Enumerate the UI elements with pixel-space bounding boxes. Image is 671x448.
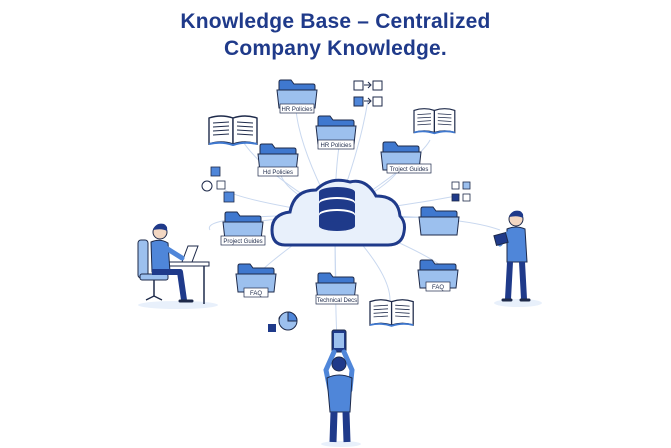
folder-label: Troject Guides [390,167,429,173]
person-with-phone [321,329,361,447]
folder-plain-right[interactable] [418,206,460,236]
workflow-arrows-icon [353,80,383,107]
folder-label: Project Guides [223,239,262,245]
folder-hr-policies-top[interactable]: HR Policies [276,79,318,114]
folder-hr-policies-mid[interactable]: HR Policies [315,115,357,150]
folder-faq-right[interactable]: FAQ [417,259,459,292]
folder-label: Technical Decs [317,298,357,304]
page-title: Knowledge Base – Centralized Company Kno… [0,8,671,62]
analytics-shapes-icon [201,166,235,203]
folder-label: HR Policies [320,143,351,149]
pie-chart-icon [268,311,298,332]
person-at-desk [137,223,218,309]
open-book-icon [369,298,415,327]
title-line-2: Company Knowledge. [224,37,447,60]
folder-faq-left[interactable]: FAQ [235,263,277,298]
person-with-tablet [493,210,542,307]
folder-project-guides-right[interactable]: Troject Guides [380,141,432,174]
folder-technical-docs[interactable]: Technical Decs [315,272,359,305]
title-line-1: Knowledge Base – Centralized [180,10,491,33]
folder-icon [418,206,460,236]
folder-label: Hd Policies [263,170,293,176]
grid-squares-icon [451,181,471,202]
folder-project-guides-left[interactable]: Project Guides [220,211,266,246]
folder-label: FAQ [432,285,444,291]
open-book-icon [208,115,258,146]
open-book-icon [413,107,456,135]
folder-label: HR Policies [281,107,312,113]
cloud-database-icon [270,178,406,247]
folder-hd-policies-left[interactable]: Hd Policies [257,143,299,177]
folder-label: FAQ [250,291,262,297]
